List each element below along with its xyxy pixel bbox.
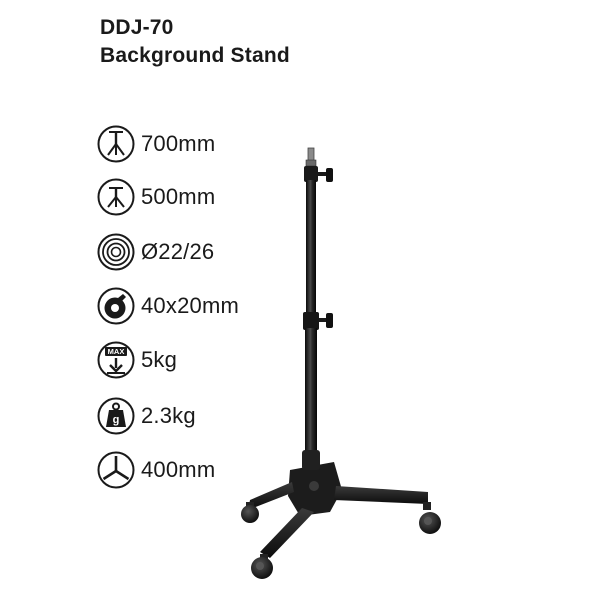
weight-icon: g: [97, 397, 135, 435]
spec-value: Ø22/26: [141, 239, 215, 264]
weight-label: g: [113, 414, 120, 426]
lower-pole: [305, 328, 317, 453]
footprint-icon: [97, 451, 135, 489]
spec-min-height: 500mm: [96, 177, 215, 217]
spec-max-load: MAX 5kg: [96, 340, 177, 380]
max-height-tripod-icon: [97, 125, 135, 163]
spec-value: 5kg: [141, 347, 178, 372]
leg-left: [248, 482, 294, 510]
wheel-icon: [97, 287, 135, 325]
max-load-label: MAX: [108, 347, 125, 356]
min-height-tripod-icon: [97, 178, 135, 216]
leg-front: [260, 508, 314, 558]
middle-collar: [303, 312, 319, 330]
wheel-right: [419, 502, 441, 534]
wheel-front: [251, 554, 273, 579]
spigot-base: [305, 159, 317, 167]
top-knob-stem: [318, 172, 328, 176]
middle-knob-stem: [319, 318, 328, 322]
upper-pole: [306, 180, 316, 320]
hub-screw: [309, 481, 319, 491]
spec-value: 700mm: [141, 131, 216, 156]
spec-weight: g 2.3kg: [96, 396, 196, 436]
spec-value: 40x20mm: [141, 293, 239, 318]
hub-collar: [302, 450, 320, 470]
tube-diameter-rings-icon: [97, 233, 135, 271]
wheel-left: [241, 502, 259, 523]
background-stand-illustration: [241, 147, 441, 579]
product-model: DDJ-70: [100, 16, 174, 39]
top-collar: [304, 166, 318, 182]
spec-value: 400mm: [141, 457, 216, 482]
top-knob: [326, 168, 333, 182]
spec-wheel-size: 40x20mm: [96, 286, 239, 326]
max-load-icon: MAX: [97, 341, 135, 379]
spec-value: 2.3kg: [141, 403, 196, 428]
spec-footprint: 400mm: [96, 450, 215, 490]
middle-knob: [326, 313, 333, 328]
product-name: Background Stand: [100, 44, 290, 67]
leg-right: [334, 486, 428, 504]
spec-value: 500mm: [141, 184, 216, 209]
spec-tube-diameter: Ø22/26: [96, 232, 214, 272]
spec-max-height: 700mm: [96, 124, 215, 164]
product-title: DDJ-70 Background Stand: [100, 14, 290, 70]
